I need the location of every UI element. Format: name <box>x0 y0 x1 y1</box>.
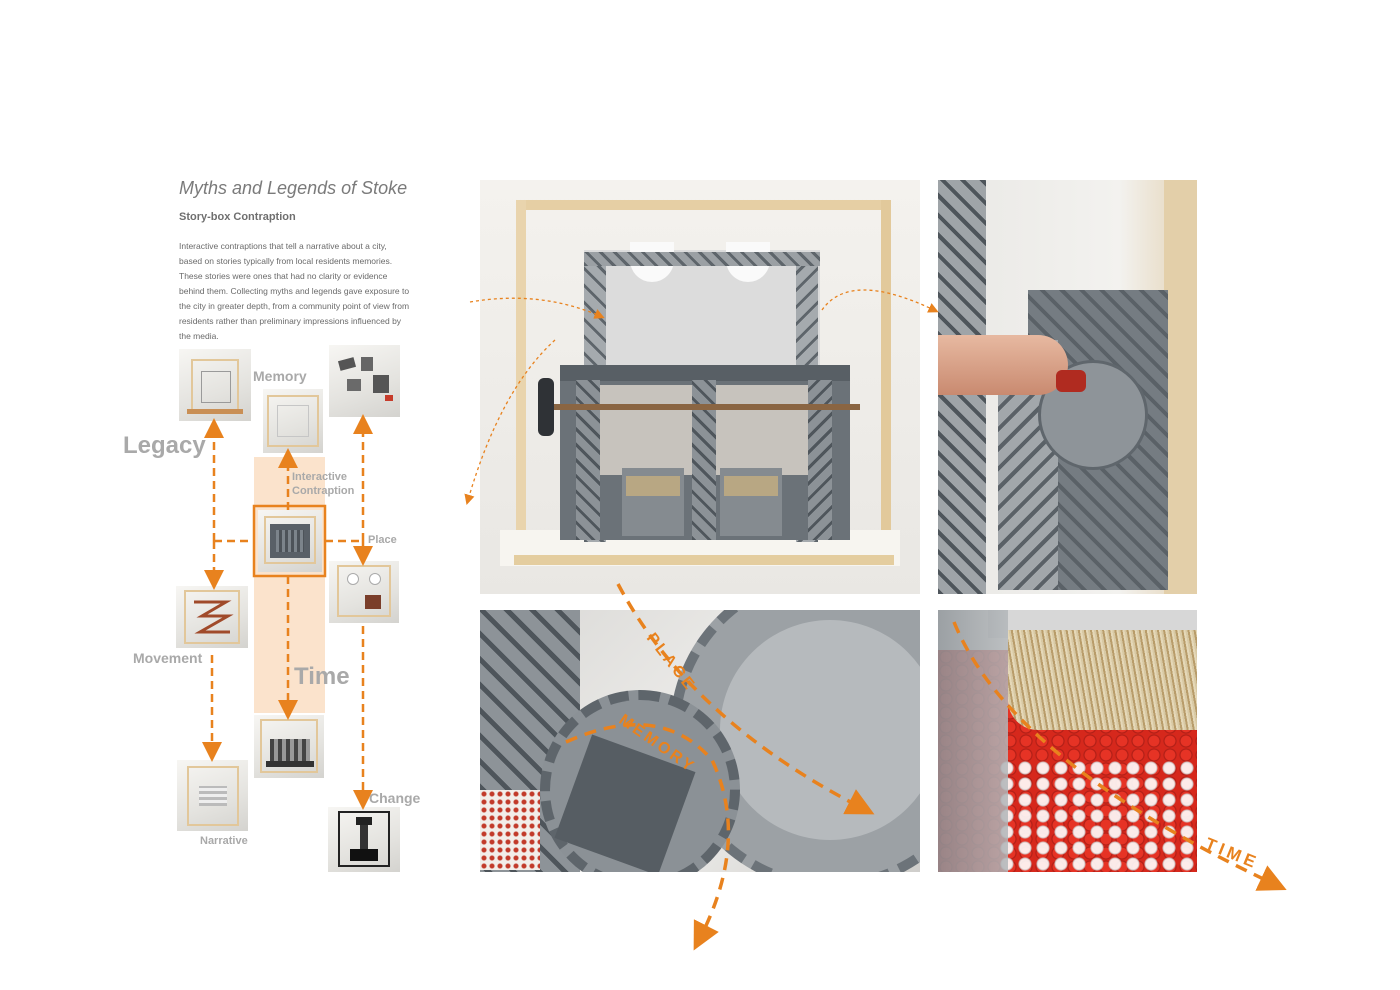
thumbnail-change <box>328 807 400 872</box>
label-legacy: Legacy <box>123 432 206 459</box>
annotation-memory: MEMORY <box>616 711 699 776</box>
label-narrative: Narrative <box>200 835 248 847</box>
page-title: Myths and Legends of Stoke <box>179 178 408 198</box>
thumbnail-place <box>329 561 399 623</box>
interactive-contraption-frame <box>252 504 327 578</box>
photo-hand-crank <box>938 180 1197 594</box>
label-memory: Memory <box>253 368 307 384</box>
photo-brush-beads <box>938 610 1197 872</box>
label-place: Place <box>368 534 397 546</box>
page-subtitle: Story-box Contraption <box>179 211 296 223</box>
photo-gears <box>480 610 920 872</box>
photo-story-box <box>480 180 920 594</box>
arrow-memory <box>565 722 731 951</box>
arrow-time <box>952 621 1287 891</box>
label-change: Change <box>369 790 421 806</box>
thumbnail-movement <box>176 586 248 648</box>
annotation-place: PLACE <box>643 630 699 695</box>
arrow-place <box>616 583 875 815</box>
thumbnail-memory <box>263 389 323 453</box>
thumbnail-legacy <box>179 349 251 421</box>
label-interactive-contraption: Interactive Contraption <box>292 471 355 497</box>
thumbnail-interactive-contraption <box>258 510 322 572</box>
thumbnail-place-top <box>329 345 400 417</box>
thumbnail-narrative <box>177 760 248 831</box>
annotation-time: TIME <box>1203 834 1263 873</box>
highlight-band <box>254 457 325 713</box>
project-description: Interactive contraptions that tell a nar… <box>179 241 410 341</box>
thumbnail-time <box>254 715 324 778</box>
label-movement: Movement <box>133 650 203 666</box>
label-time: Time <box>294 663 350 690</box>
